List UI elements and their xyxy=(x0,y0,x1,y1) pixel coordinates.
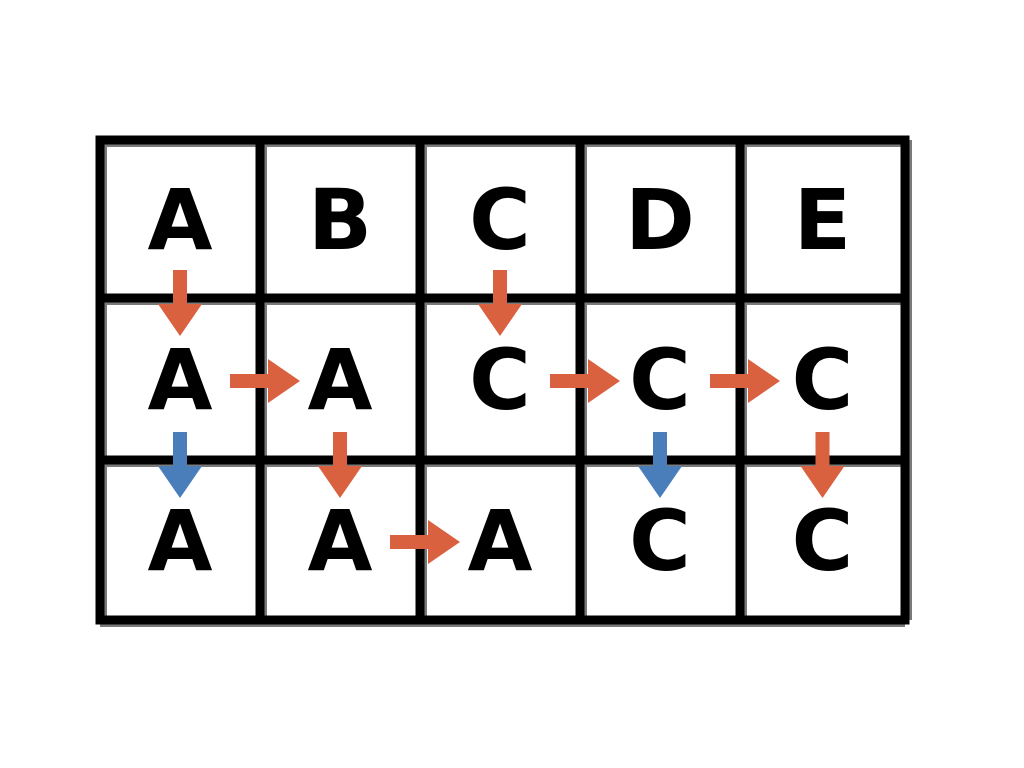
cell-letter-r2-c4: C xyxy=(792,492,854,590)
arrow-right-orange-4 xyxy=(710,359,780,403)
cell-letter-r2-c0: A xyxy=(147,492,212,590)
arrows xyxy=(158,270,845,564)
arrow-down-blue-5 xyxy=(158,432,202,498)
arrow-down-orange-6 xyxy=(318,432,362,498)
arrow-down-orange-8 xyxy=(800,432,845,498)
cell-letter-r2-c3: C xyxy=(629,492,691,590)
cell-letter-r1-c0: A xyxy=(147,331,212,429)
cell-letter-r0-c2: C xyxy=(469,171,531,269)
cell-letter-r1-c1: A xyxy=(307,331,372,429)
cell-letter-r0-c3: D xyxy=(625,171,695,269)
cell-letter-r1-c2: C xyxy=(469,331,531,429)
arrow-right-orange-3 xyxy=(550,359,620,403)
arrow-down-orange-0 xyxy=(158,270,202,336)
arrow-right-orange-2 xyxy=(230,359,300,403)
cell-letter-r1-c3: C xyxy=(629,331,691,429)
cell-letter-r1-c4: C xyxy=(792,331,854,429)
cell-letter-r2-c1: A xyxy=(307,492,372,590)
cell-letter-r0-c4: E xyxy=(794,171,851,269)
arrow-right-orange-9 xyxy=(390,520,460,564)
cell-letter-r2-c2: A xyxy=(467,492,532,590)
arrow-down-orange-1 xyxy=(478,270,522,336)
cell-letter-r0-c0: A xyxy=(147,171,212,269)
cell-letter-r0-c1: B xyxy=(308,171,372,269)
arrow-down-blue-7 xyxy=(638,432,682,498)
